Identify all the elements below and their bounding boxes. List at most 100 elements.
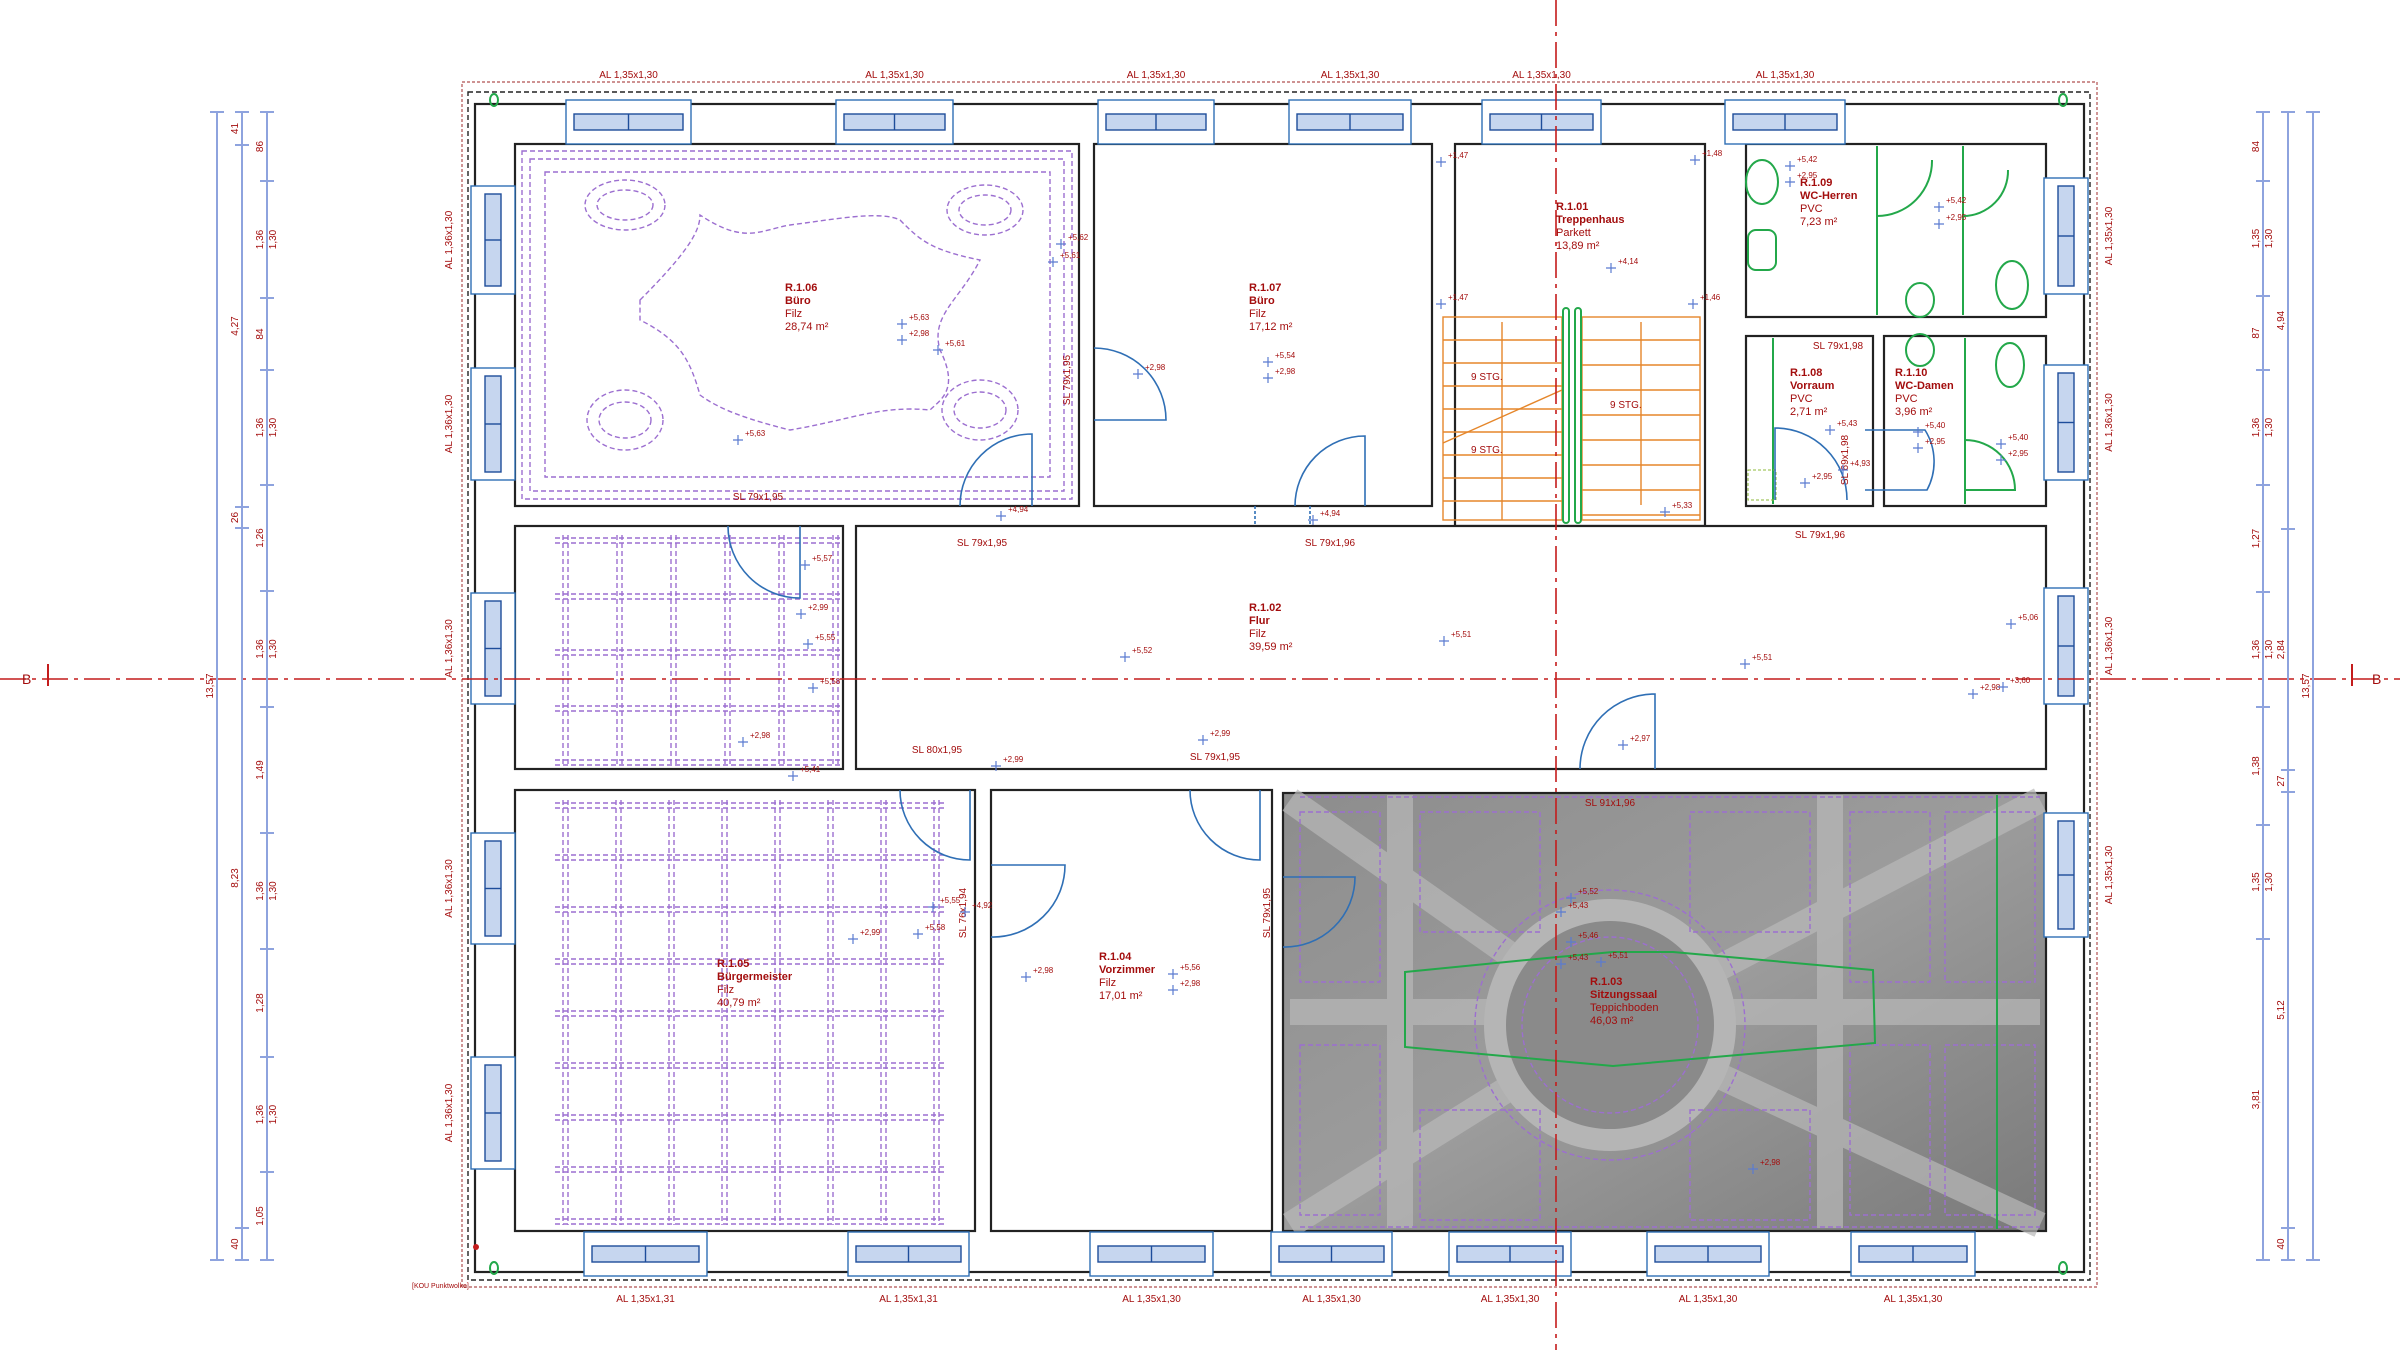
door-swing[interactable] bbox=[1774, 427, 1848, 501]
window-label: AL 1,36x1,30 bbox=[444, 619, 455, 678]
elevation-value: +5,33 bbox=[1672, 501, 1693, 510]
room-r107[interactable] bbox=[1092, 142, 1434, 508]
elevation-value: +5,61 bbox=[1060, 251, 1081, 260]
sink-icon bbox=[1745, 159, 1779, 205]
crosshair-icon bbox=[1566, 893, 1576, 903]
door-swing[interactable] bbox=[1865, 429, 1935, 491]
room-r106[interactable] bbox=[513, 142, 1081, 508]
crosshair-icon bbox=[1996, 439, 2006, 449]
staircase: 9 STG. 9 STG. 9 STG. bbox=[1442, 307, 1701, 524]
crosshair-icon bbox=[1566, 937, 1576, 947]
elevation-point: +2,98 bbox=[1968, 683, 2001, 699]
dimension-label: 4,27 bbox=[230, 316, 241, 336]
window-label: AL 1,35x1,30 bbox=[1122, 1294, 1181, 1305]
room-name: Bürgermeister bbox=[717, 971, 793, 983]
outer-envelope bbox=[467, 91, 2091, 1281]
doors bbox=[727, 347, 1935, 948]
room-id: R.1.05 bbox=[717, 958, 749, 970]
room-floor: PVC bbox=[1800, 203, 1823, 215]
sanitary-fixtures bbox=[1745, 146, 2029, 504]
elevation-point: +5,40 bbox=[1996, 433, 2029, 449]
door-swing[interactable] bbox=[990, 864, 1066, 938]
stair-label: 9 STG. bbox=[1471, 372, 1503, 383]
door-swing[interactable] bbox=[1282, 876, 1356, 948]
crosshair-icon bbox=[1660, 507, 1670, 517]
crosshair-icon bbox=[1998, 682, 2008, 692]
elevation-point: +5,51 bbox=[1439, 630, 1472, 646]
elevation-value: +2,95 bbox=[1812, 472, 1833, 481]
crosshair-icon bbox=[1556, 959, 1566, 969]
room-floor: Teppichboden bbox=[1590, 1002, 1659, 1014]
elevation-value: +2,98 bbox=[1033, 966, 1054, 975]
room-r105-annex[interactable] bbox=[513, 524, 845, 771]
elevation-value: +2,98 bbox=[1145, 363, 1166, 372]
crosshair-icon bbox=[1825, 425, 1835, 435]
dimension-label: 1,36 bbox=[255, 639, 266, 659]
window-label: AL 1,35x1,30 bbox=[1884, 1294, 1943, 1305]
window-label: AL 1,36x1,30 bbox=[2104, 616, 2115, 675]
door-label: SL 80x1,95 bbox=[912, 745, 963, 756]
room-floor: PVC bbox=[1895, 393, 1918, 405]
window-label: AL 1,35x1,30 bbox=[1756, 70, 1815, 81]
door-swing[interactable] bbox=[727, 525, 801, 599]
door-swing[interactable] bbox=[1294, 435, 1366, 507]
elevation-value: +2,98 bbox=[1760, 1158, 1781, 1167]
door-swing[interactable] bbox=[1189, 789, 1261, 861]
crosshair-icon bbox=[803, 639, 813, 649]
elevation-point: +2,95 bbox=[1996, 449, 2029, 465]
room-r104[interactable] bbox=[989, 788, 1274, 1233]
window-label: AL 1,35x1,30 bbox=[2104, 206, 2115, 265]
room-name: Vorraum bbox=[1790, 380, 1835, 392]
crosshair-icon bbox=[1308, 515, 1318, 525]
dimension-label: 1,35 bbox=[2251, 872, 2262, 892]
dimension-label: 5,12 bbox=[2276, 1000, 2287, 1020]
room-area: 28,74 m² bbox=[785, 321, 829, 333]
elevation-point: +2,98 bbox=[897, 329, 930, 345]
window-label: AL 1,35x1,30 bbox=[1321, 70, 1380, 81]
elevation-value: +4,93 bbox=[1850, 459, 1871, 468]
door-swing[interactable] bbox=[1579, 693, 1656, 770]
stair-label: 9 STG. bbox=[1610, 400, 1642, 411]
elevation-point: +2,99 bbox=[848, 928, 881, 944]
elevation-value: +5,58 bbox=[820, 677, 841, 686]
elevation-point: +5,33 bbox=[1660, 501, 1693, 517]
elevation-point: +5,46 bbox=[1566, 931, 1599, 947]
elevation-value: +5,55 bbox=[940, 896, 961, 905]
room-r109[interactable] bbox=[1744, 142, 2048, 319]
door-swing[interactable] bbox=[1093, 347, 1167, 421]
elevation-value: +2,95 bbox=[2008, 449, 2029, 458]
crosshair-icon bbox=[1263, 373, 1273, 383]
dimension-label: 40 bbox=[2276, 1238, 2287, 1250]
door-swing[interactable] bbox=[899, 789, 971, 861]
room-id: R.1.10 bbox=[1895, 367, 1927, 379]
crosshair-icon bbox=[933, 345, 943, 355]
dimension-label: 1,05 bbox=[255, 1206, 266, 1226]
crosshair-icon bbox=[1690, 155, 1700, 165]
room-id: R.1.03 bbox=[1590, 976, 1622, 988]
conference-table-outline bbox=[1404, 951, 1877, 1068]
elevation-value: +2,99 bbox=[1003, 755, 1024, 764]
elevation-point: +1,48 bbox=[1690, 149, 1723, 165]
room-r102[interactable] bbox=[854, 524, 2048, 771]
door-swing[interactable] bbox=[959, 433, 1033, 507]
crosshair-icon bbox=[1606, 263, 1616, 273]
window-label: AL 1,35x1,30 bbox=[1302, 1294, 1361, 1305]
dimension-label: 1,30 bbox=[268, 881, 279, 901]
ceiling-ornament bbox=[521, 150, 1073, 500]
room-r108[interactable] bbox=[1744, 334, 1875, 508]
crosshair-icon bbox=[1168, 985, 1178, 995]
crosshair-icon bbox=[996, 511, 1006, 521]
dimension-label: 1,38 bbox=[2251, 756, 2262, 776]
elevation-point: +5,61 bbox=[933, 339, 966, 355]
dimension-label: 1,30 bbox=[268, 417, 279, 437]
